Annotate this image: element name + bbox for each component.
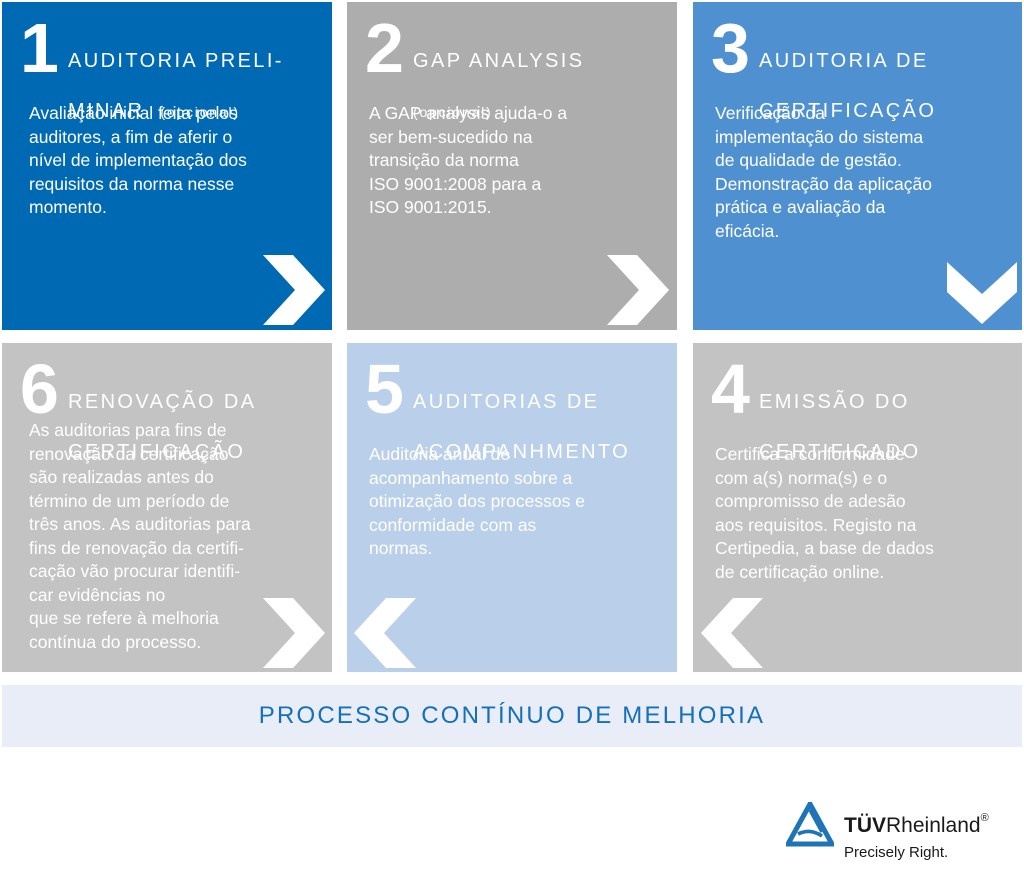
step-description: As auditorias para fins de renovação da … [29,420,251,652]
step-number: 1 [20,9,59,87]
step-description: Certifica a conformidade com a(s) norma(… [715,444,934,582]
optional-label: (opcional) [413,104,493,120]
step-title: AUDITORIAS DE ACOMPANHMENTO [413,391,631,463]
optional-label: (opcional) [160,104,240,120]
step-6-certification-renewal: 6 RENOVAÇÃO DA CERTIFICAÇÃO As auditoria… [2,343,332,672]
step-title: AUDITORIA PRELI- MINAR (opcional) [68,50,284,122]
banner-label: PROCESSO CONTÍNUO DE MELHORIA [258,702,766,729]
chevron-right-icon [607,255,669,325]
step-number: 5 [365,350,404,428]
step-description: Auditoria anual de acompanhamento sobre … [369,444,585,558]
step-1-preliminary-audit: 1 AUDITORIA PRELI- MINAR (opcional) Aval… [2,2,332,330]
step-number: 3 [711,9,750,87]
chevron-right-icon [263,598,325,668]
step-number: 6 [20,350,59,428]
step-title: GAP ANALYSIS (opcional) [413,50,585,120]
step-description: Verificação da implementação do sistema … [715,103,932,241]
chevron-left-icon [701,598,763,668]
chevron-right-icon [263,255,325,325]
step-description: Avaliação inicial feita pelos auditores,… [29,103,247,217]
tuv-rheinland-logo: TÜVRheinland® Precisely Right. [786,800,1022,864]
chevron-down-icon [947,262,1017,324]
step-title: EMISSÃO DO CERTIFICADO [759,391,921,463]
step-3-certification-audit: 3 AUDITORIA DE CERTIFICAÇÃO Verificação … [693,2,1022,330]
step-title: AUDITORIA DE CERTIFICAÇÃO [759,50,937,122]
step-4-certificate-issuance: 4 EMISSÃO DO CERTIFICADO Certifica a con… [693,343,1022,672]
brand-tagline: Precisely Right. [844,844,949,861]
step-title: RENOVAÇÃO DA CERTIFICAÇÃO [68,391,257,463]
step-description: A GAP analysis ajuda-o a ser bem-sucedid… [369,103,568,217]
brand-name: TÜVRheinland® [844,812,989,837]
step-2-gap-analysis: 2 GAP ANALYSIS (opcional) A GAP analysis… [347,2,677,330]
tuv-triangle-icon [786,802,834,847]
step-number: 4 [711,350,750,428]
chevron-left-icon [354,598,416,668]
step-5-surveillance-audits: 5 AUDITORIAS DE ACOMPANHMENTO Auditoria … [347,343,677,672]
step-number: 2 [365,9,404,87]
continuous-improvement-banner: PROCESSO CONTÍNUO DE MELHORIA [2,685,1022,747]
